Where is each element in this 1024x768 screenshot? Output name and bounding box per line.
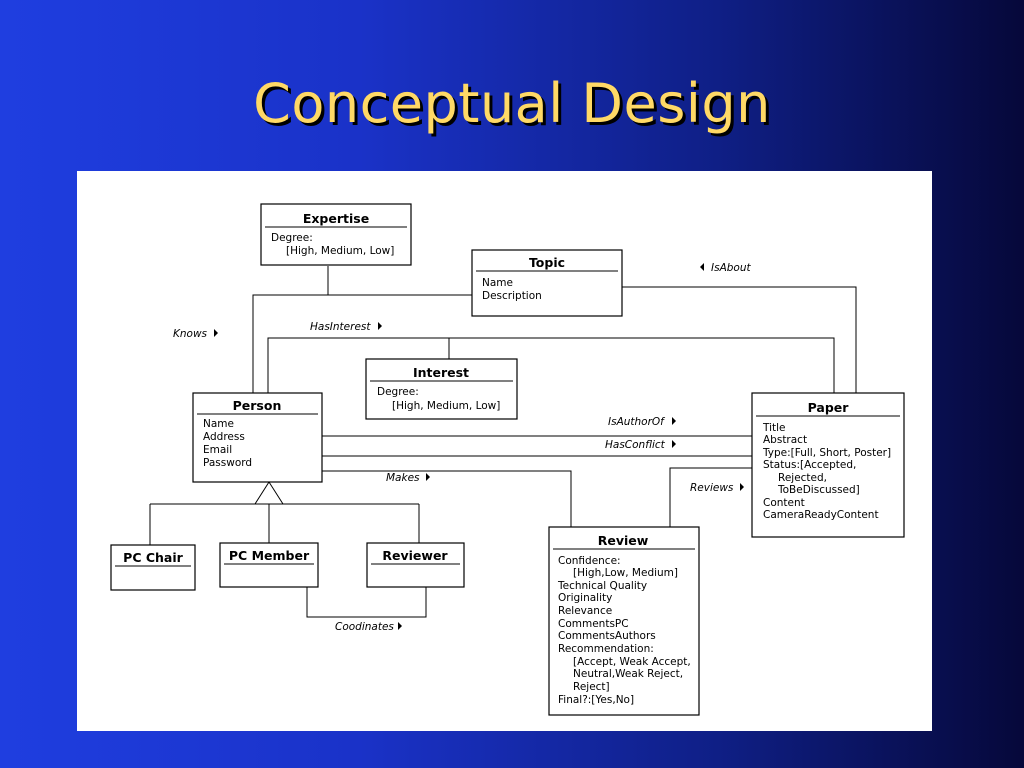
reviews-label: Reviews [690, 482, 734, 494]
class-reviewer: Reviewer [366, 542, 465, 588]
class-attr: ToBeDiscussed] [777, 484, 860, 496]
class-attr: Rejected, [778, 472, 827, 484]
class-attr: Reject] [573, 681, 610, 693]
is-author-of-arrow-icon [672, 417, 676, 425]
class-attr: Name [482, 277, 513, 289]
class-attr: [Accept, Weak Accept, [573, 656, 691, 668]
class-attr: Address [203, 431, 245, 443]
class-attr: Neutral,Weak Reject, [573, 668, 683, 680]
class-attr: Status:[Accepted, [763, 459, 856, 471]
class-pc-chair: PC Chair [110, 544, 196, 591]
has-interest-arrow-icon [378, 322, 382, 330]
class-attr: [High, Medium, Low] [286, 245, 394, 257]
has-interest-line [267, 337, 835, 393]
class-attr: Email [203, 444, 232, 456]
class-attr: Degree: [271, 232, 313, 244]
class-review: Review Confidence: [High,Low, Medium] Te… [548, 526, 700, 716]
class-attr: CommentsAuthors [558, 630, 656, 642]
is-about-label: IsAbout [711, 262, 751, 274]
makes-arrow-icon [426, 473, 430, 481]
class-attr: Final?:[Yes,No] [558, 694, 634, 706]
class-attr: Relevance [558, 605, 612, 617]
class-name: Interest [413, 365, 469, 380]
class-pc-member: PC Member [219, 542, 319, 588]
class-attr: CommentsPC [558, 618, 629, 630]
class-expertise: Expertise Degree: [High, Medium, Low] [260, 203, 412, 266]
class-name: Person [233, 398, 282, 413]
reviews-line [669, 467, 752, 527]
knows-arrow-icon [214, 329, 218, 337]
class-attr: Password [203, 457, 252, 469]
class-attr: CameraReadyContent [763, 509, 879, 521]
knows-label: Knows [173, 328, 208, 340]
class-attr: [High, Medium, Low] [392, 400, 500, 412]
reviews-arrow-icon [740, 483, 744, 491]
generalization-triangle [254, 481, 284, 505]
class-attr: Abstract [763, 434, 807, 446]
is-author-of-label: IsAuthorOf [608, 416, 666, 428]
class-attr: Title [762, 422, 786, 434]
has-interest-label: HasInterest [310, 321, 371, 333]
class-attr: Recommendation: [558, 643, 654, 655]
uml-diagram: Knows HasInterest IsAbout IsAuthorOf Has… [77, 171, 932, 731]
class-name: Paper [808, 400, 850, 415]
is-about-arrow-icon [700, 263, 704, 271]
class-attr: Type:[Full, Short, Poster] [762, 447, 891, 459]
association-labels: Knows HasInterest IsAbout IsAuthorOf Has… [173, 262, 751, 633]
class-name: Expertise [303, 211, 369, 226]
coodinates-label: Coodinates [335, 621, 394, 633]
makes-label: Makes [386, 472, 420, 484]
connectors [149, 266, 857, 618]
class-attr: Technical Quality [557, 580, 647, 592]
has-conflict-label: HasConflict [605, 439, 666, 451]
class-attr: Content [763, 497, 805, 509]
coodinates-arrow-icon [398, 622, 402, 630]
class-name: PC Member [229, 548, 310, 563]
class-topic: Topic Name Description [471, 249, 623, 317]
class-person: Person Name Address Email Password [192, 392, 323, 483]
class-attr: Originality [558, 592, 612, 604]
has-conflict-arrow-icon [672, 440, 676, 448]
class-name: Review [598, 533, 649, 548]
coodinates-line [306, 587, 427, 618]
class-paper: Paper Title Abstract Type:[Full, Short, … [751, 392, 905, 538]
class-name: Topic [529, 255, 565, 270]
is-about-line [622, 286, 857, 393]
class-attr: Confidence: [558, 555, 621, 567]
makes-line [322, 470, 572, 527]
slide-title: Conceptual Design [253, 72, 771, 135]
class-attr: Name [203, 418, 234, 430]
class-name: PC Chair [123, 550, 183, 565]
class-attr: Degree: [377, 386, 419, 398]
class-interest: Interest Degree: [High, Medium, Low] [365, 358, 518, 420]
class-name: Reviewer [382, 548, 448, 563]
class-attr: Description [482, 290, 542, 302]
class-attr: [High,Low, Medium] [573, 567, 678, 579]
diagram-canvas: Knows HasInterest IsAbout IsAuthorOf Has… [110, 203, 905, 716]
